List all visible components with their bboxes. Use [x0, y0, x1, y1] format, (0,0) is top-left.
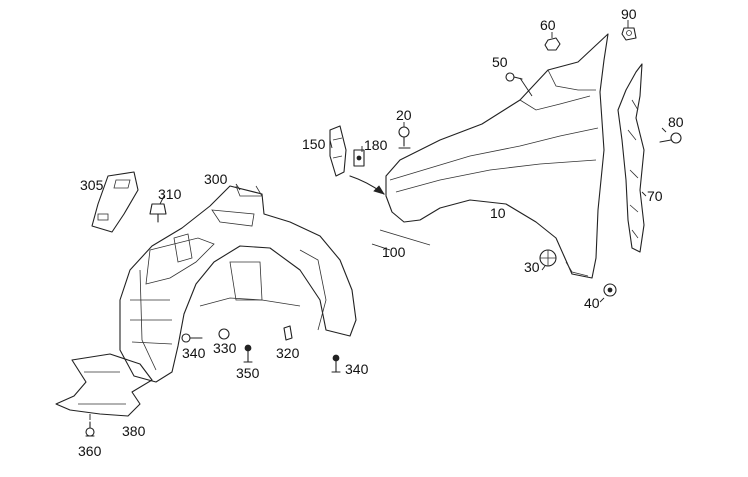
clip-part-320 [283, 325, 293, 341]
label-350: 350 [236, 365, 260, 381]
screw-part-360 [85, 421, 95, 437]
undertray-part-380 [55, 353, 153, 417]
clip-part-310 [149, 203, 167, 223]
label-100: 100 [382, 244, 406, 260]
label-80: 80 [668, 114, 684, 130]
trim-panel-part-305 [91, 171, 139, 233]
bolt-part-50 [505, 72, 523, 82]
label-380: 380 [122, 423, 146, 439]
label-90: 90 [621, 6, 637, 22]
label-20: 20 [396, 107, 412, 123]
wheel-arch-liner-part-300 [119, 185, 357, 383]
label-40: 40 [584, 295, 600, 311]
screw-part-340-left [181, 333, 203, 343]
label-60: 60 [540, 17, 556, 33]
label-360: 360 [78, 443, 102, 459]
grommet-part-30 [539, 249, 557, 267]
label-305: 305 [80, 177, 104, 193]
nut-part-40 [603, 283, 617, 297]
screw-part-350 [243, 344, 253, 363]
label-310: 310 [158, 186, 182, 202]
label-10: 10 [490, 205, 506, 221]
liner-part-70 [617, 63, 645, 253]
nut-part-60 [544, 37, 561, 51]
fender-part-10 [379, 33, 609, 279]
label-330: 330 [213, 340, 237, 356]
screw-part-20 [398, 126, 411, 149]
screw-part-340-right [331, 354, 341, 373]
bolt-part-80 [659, 132, 682, 144]
clip-part-180 [353, 149, 365, 167]
label-180: 180 [364, 137, 388, 153]
nut-part-330 [218, 328, 230, 340]
label-50: 50 [492, 54, 508, 70]
label-150: 150 [302, 136, 326, 152]
reference-labels: 10 20 30 40 50 60 70 80 90 100 150 180 3… [78, 6, 684, 459]
label-320: 320 [276, 345, 300, 361]
assembly-direction-arrow [349, 175, 385, 195]
bracket-part-150 [329, 125, 347, 177]
label-340-left: 340 [182, 345, 206, 361]
leader-lines [89, 20, 667, 420]
label-300: 300 [204, 171, 228, 187]
label-340-right: 340 [345, 361, 369, 377]
clip-nut-part-90 [621, 27, 637, 41]
label-30: 30 [524, 259, 540, 275]
label-70: 70 [647, 188, 663, 204]
